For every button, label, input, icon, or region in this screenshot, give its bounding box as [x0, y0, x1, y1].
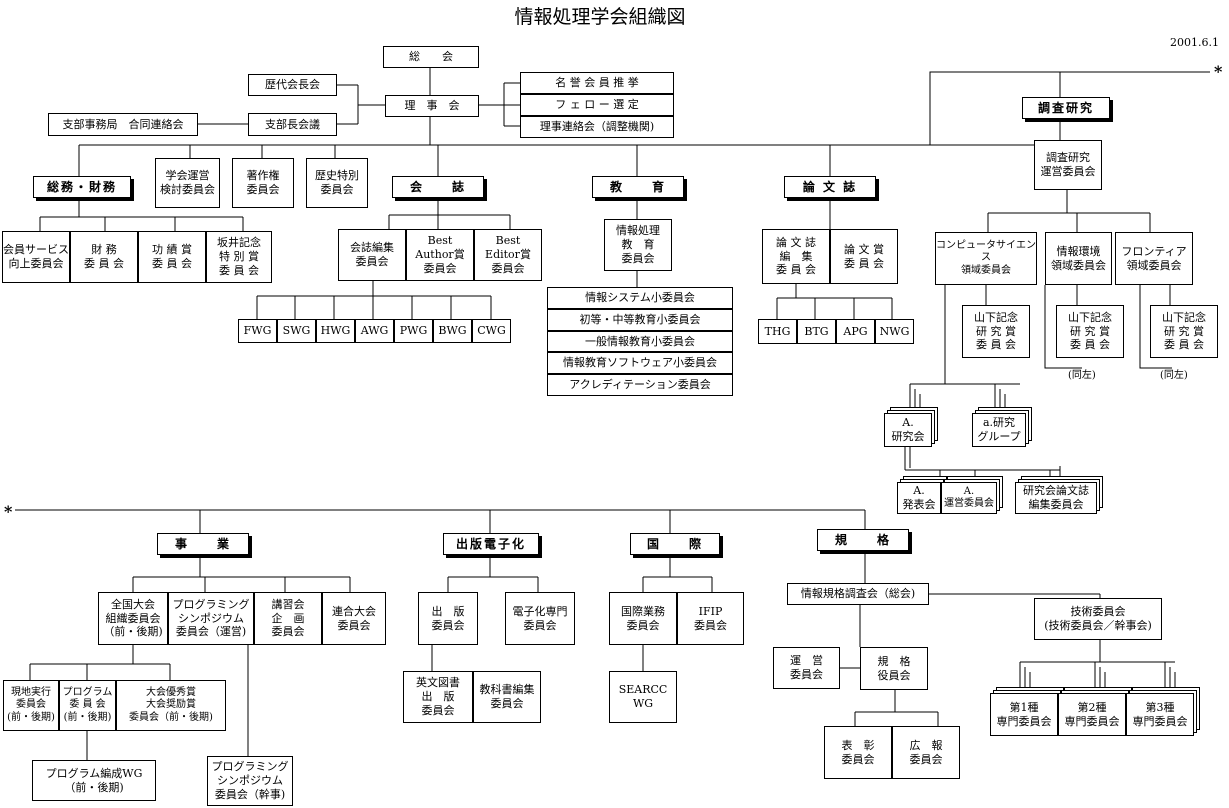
best-author-box: Best Author賞 委員会: [406, 229, 474, 281]
zenkoku-box: 全国大会 組織委員会 （前・後期): [98, 592, 168, 645]
chousa-unei-box: 調査研究 運営委員会: [1034, 140, 1102, 190]
shuppan-denshi-header: 出版電子化: [443, 533, 539, 555]
wg-pwg-box: PWG: [394, 319, 433, 343]
jouhou-kikaku-box: 情報規格調査会（総会): [787, 583, 929, 605]
fellow-box: フ ェ ロ ー 選 定: [520, 94, 674, 116]
program-iinkai-box: プログラム 委 員 会 (前・後期): [59, 680, 116, 731]
shibu-jimu-box: 支部事務局 合同連絡会: [48, 113, 198, 136]
kikaku-header: 規 格: [817, 529, 909, 551]
rekidai-box: 歴代会長会: [248, 74, 337, 96]
best-editor-box: Best Editor賞 委員会: [474, 229, 542, 281]
ed-system-box: 情報システム小委員会: [547, 287, 733, 309]
koushuukai-box: 講習会 企 画 委員会: [254, 592, 322, 645]
chart-date: 2001.6.1: [1170, 36, 1219, 49]
program-wg-box: プログラム編成WG （前・後期): [32, 760, 156, 801]
kaiin-service-box: 会員サービス 向上委員会: [2, 231, 70, 283]
a-kenkyukai-box: A. 研究会: [884, 413, 932, 447]
genchi-box: 現地実行 委員会 (前・後期): [3, 680, 59, 731]
frontier-box: フロンティア 領域委員会: [1115, 232, 1193, 285]
searcc-box: SEARCC WG: [609, 671, 677, 723]
wg-bwg-box: BWG: [433, 319, 472, 343]
a-kenkyu-group-box: a.研究 グループ: [972, 413, 1026, 447]
chosakuken-box: 著作権 委員会: [232, 158, 294, 208]
kokusai-header: 国 際: [630, 533, 720, 555]
rijikai-box: 理 事 会: [385, 95, 479, 117]
yamashita2-box: 山下記念 研 究 賞 委 員 会: [1056, 305, 1124, 358]
senmon3-box: 第3種 専門委員会: [1126, 693, 1194, 736]
thg-box: THG: [758, 319, 797, 344]
wg-cwg-box: CWG: [472, 319, 511, 343]
senmon1-box: 第1種 専門委員会: [990, 693, 1058, 736]
soukai-box: 総 会: [383, 46, 479, 68]
prog-sympo-kanji-box: プログラミング シンポジウム 委員会（幹事): [207, 756, 293, 806]
ronbun-shou-box: 論 文 賞 委 員 会: [830, 229, 898, 284]
rekishi-box: 歴史特別 委員会: [306, 158, 368, 208]
shuppan-box: 出 版 委員会: [418, 592, 478, 645]
ed-accredit-box: アクレディテーション委員会: [547, 374, 733, 396]
kikaku-yakuin-box: 規 格 役員会: [860, 647, 928, 690]
gijutsu-box: 技術委員会 (技術委員会／幹事会): [1034, 598, 1162, 640]
sakai-box: 坂井記念 特 別 賞 委 員 会: [206, 231, 272, 283]
unei-iinkai-box: 運 営 委員会: [773, 647, 840, 689]
yamashita1-box: 山下記念 研 究 賞 委 員 会: [962, 305, 1030, 358]
ed-ippan-box: 一般情報教育小委員会: [547, 331, 733, 352]
wg-awg-box: AWG: [355, 319, 394, 343]
kyoukasho-box: 教科書編集 委員会: [473, 671, 541, 723]
soumu-header: 総務・財務: [33, 176, 131, 198]
jigyou-header: 事 業: [157, 533, 249, 555]
kouseki-box: 功 績 賞 委 員 会: [138, 231, 206, 283]
wg-hwg-box: HWG: [316, 319, 355, 343]
a-unei-box: A. 運営委員会: [941, 482, 997, 514]
wg-fwg-box: FWG: [238, 319, 277, 343]
cs-ryouiki-box: コンピュータサイエンス 領域委員会: [935, 232, 1037, 285]
jouhou-kyouiku-box: 情報処理 教 育 委員会: [604, 219, 672, 271]
ifip-box: IFIP 委員会: [677, 592, 744, 645]
hyoushou-box: 表 彰 委員会: [824, 726, 892, 779]
yamashita3-box: 山下記念 研 究 賞 委 員 会: [1150, 305, 1218, 358]
ed-shochu-box: 初等・中等教育小委員会: [547, 309, 733, 331]
denshika-box: 電子化専門 委員会: [505, 592, 575, 645]
wg-swg-box: SWG: [277, 319, 316, 343]
rijirenraku-box: 理事連絡会（調整機関): [520, 116, 674, 138]
ronbunshi-header: 論 文 誌: [784, 176, 876, 198]
kaishi-header: 会 誌: [392, 176, 484, 198]
btg-box: BTG: [797, 319, 836, 344]
kenkyukai-ronbun-box: 研究会論文誌 編集委員会: [1015, 482, 1097, 514]
chousa-header: 調査研究: [1022, 97, 1110, 119]
prog-sympo-box: プログラミング シンポジウム 委員会（運営): [168, 592, 254, 645]
yuushuu-box: 大会優秀賞 大会奨励賞 委員会（前・後期): [116, 680, 226, 731]
gakkai-unei-box: 学会運営 検討委員会: [155, 158, 220, 208]
kankyou-box: 情報環境 領域委員会: [1045, 232, 1112, 285]
douza-note-2: (同左): [1160, 370, 1188, 381]
zaimu-box: 財 務 委 員 会: [70, 231, 138, 283]
a-happyou-box: A. 発表会: [897, 482, 941, 514]
ronbun-henshu-box: 論 文 誌 編 集 委 員 会: [762, 229, 830, 284]
yobun-box: 英文図書 出 版 委員会: [403, 671, 473, 723]
continuation-mark-left: *: [4, 502, 13, 521]
shibuchou-box: 支部長会議: [248, 113, 337, 136]
kouhou-box: 広 報 委員会: [892, 726, 960, 779]
nwg-box: NWG: [875, 319, 914, 344]
rengou-box: 連合大会 委員会: [322, 592, 386, 645]
continuation-mark-right: *: [1214, 62, 1223, 81]
meiyo-box: 名 誉 会 員 推 挙: [520, 72, 674, 94]
ed-software-box: 情報教育ソフトウェア小委員会: [547, 352, 733, 374]
kyouiku-header: 教 育: [592, 176, 684, 198]
apg-box: APG: [836, 319, 875, 344]
senmon2-box: 第2種 専門委員会: [1058, 693, 1126, 736]
kaishi-henshu-box: 会誌編集 委員会: [338, 229, 406, 281]
chart-title: 情報処理学会組織図: [514, 6, 686, 28]
douza-note-1: (同左): [1068, 370, 1096, 381]
kokusai-gyoumu-box: 国際業務 委員会: [609, 592, 677, 645]
